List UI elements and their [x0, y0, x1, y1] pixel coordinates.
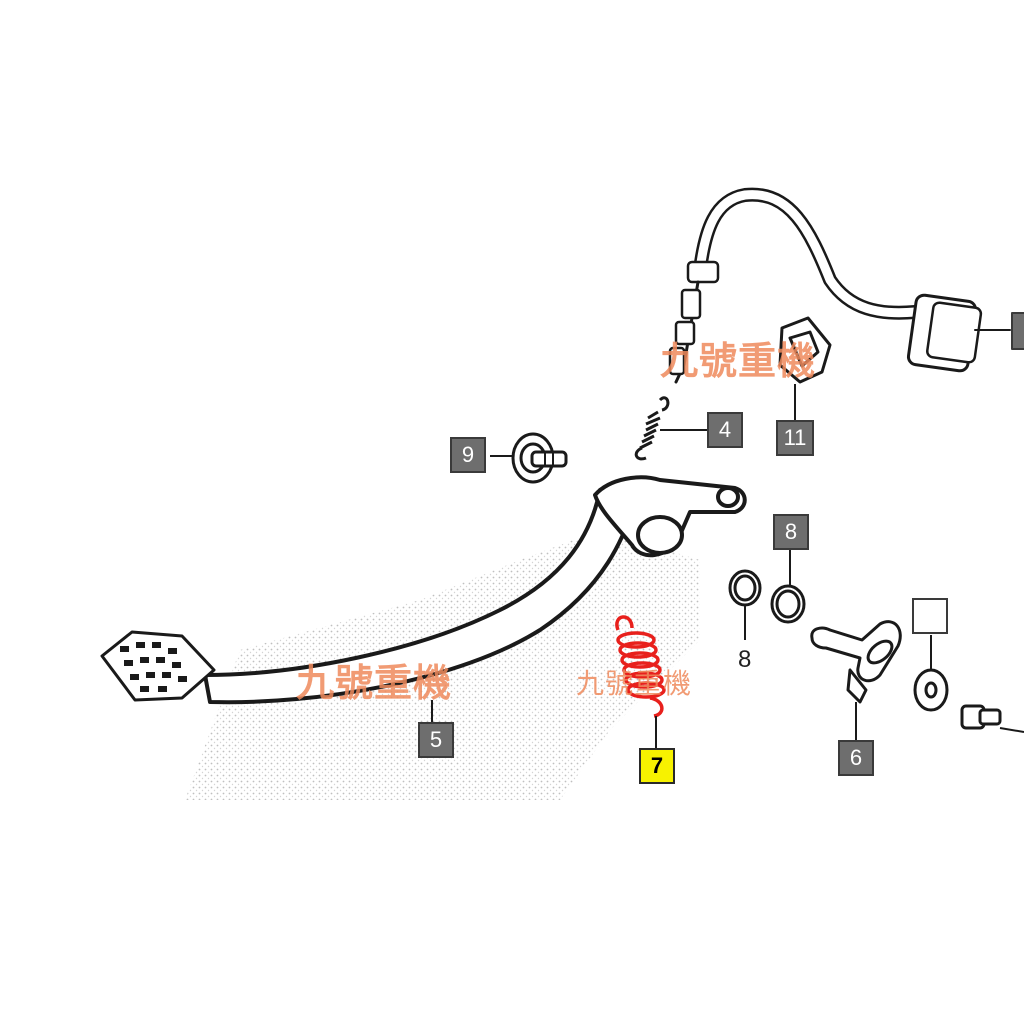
spring-part-4 — [634, 396, 708, 461]
callout-7: 7 — [639, 748, 675, 784]
watermark-left: 九號重機 — [296, 661, 453, 705]
clip-part-11 — [778, 316, 832, 425]
o-ring-parts-8 — [728, 548, 806, 640]
brake-switch-assembly — [668, 187, 1024, 384]
washer-and-bolt — [913, 635, 1024, 733]
callout-4: 4 — [707, 412, 743, 448]
watermark-top: 九號重機 — [660, 339, 817, 383]
callout-6: 6 — [838, 740, 874, 776]
callout-8: 8 — [773, 514, 809, 550]
bolt-part-9 — [490, 432, 568, 484]
arm-part-6 — [810, 620, 902, 740]
callout-5: 5 — [418, 722, 454, 758]
callout-blank — [912, 598, 948, 634]
callout-11: 11 — [776, 420, 814, 456]
watermark-right: 九號重機 — [576, 667, 693, 700]
brake-pedal-part-5 — [100, 475, 747, 722]
spring-part-7 — [615, 615, 666, 748]
callout-9: 9 — [450, 437, 486, 473]
plain-label-8: 8 — [738, 646, 752, 673]
